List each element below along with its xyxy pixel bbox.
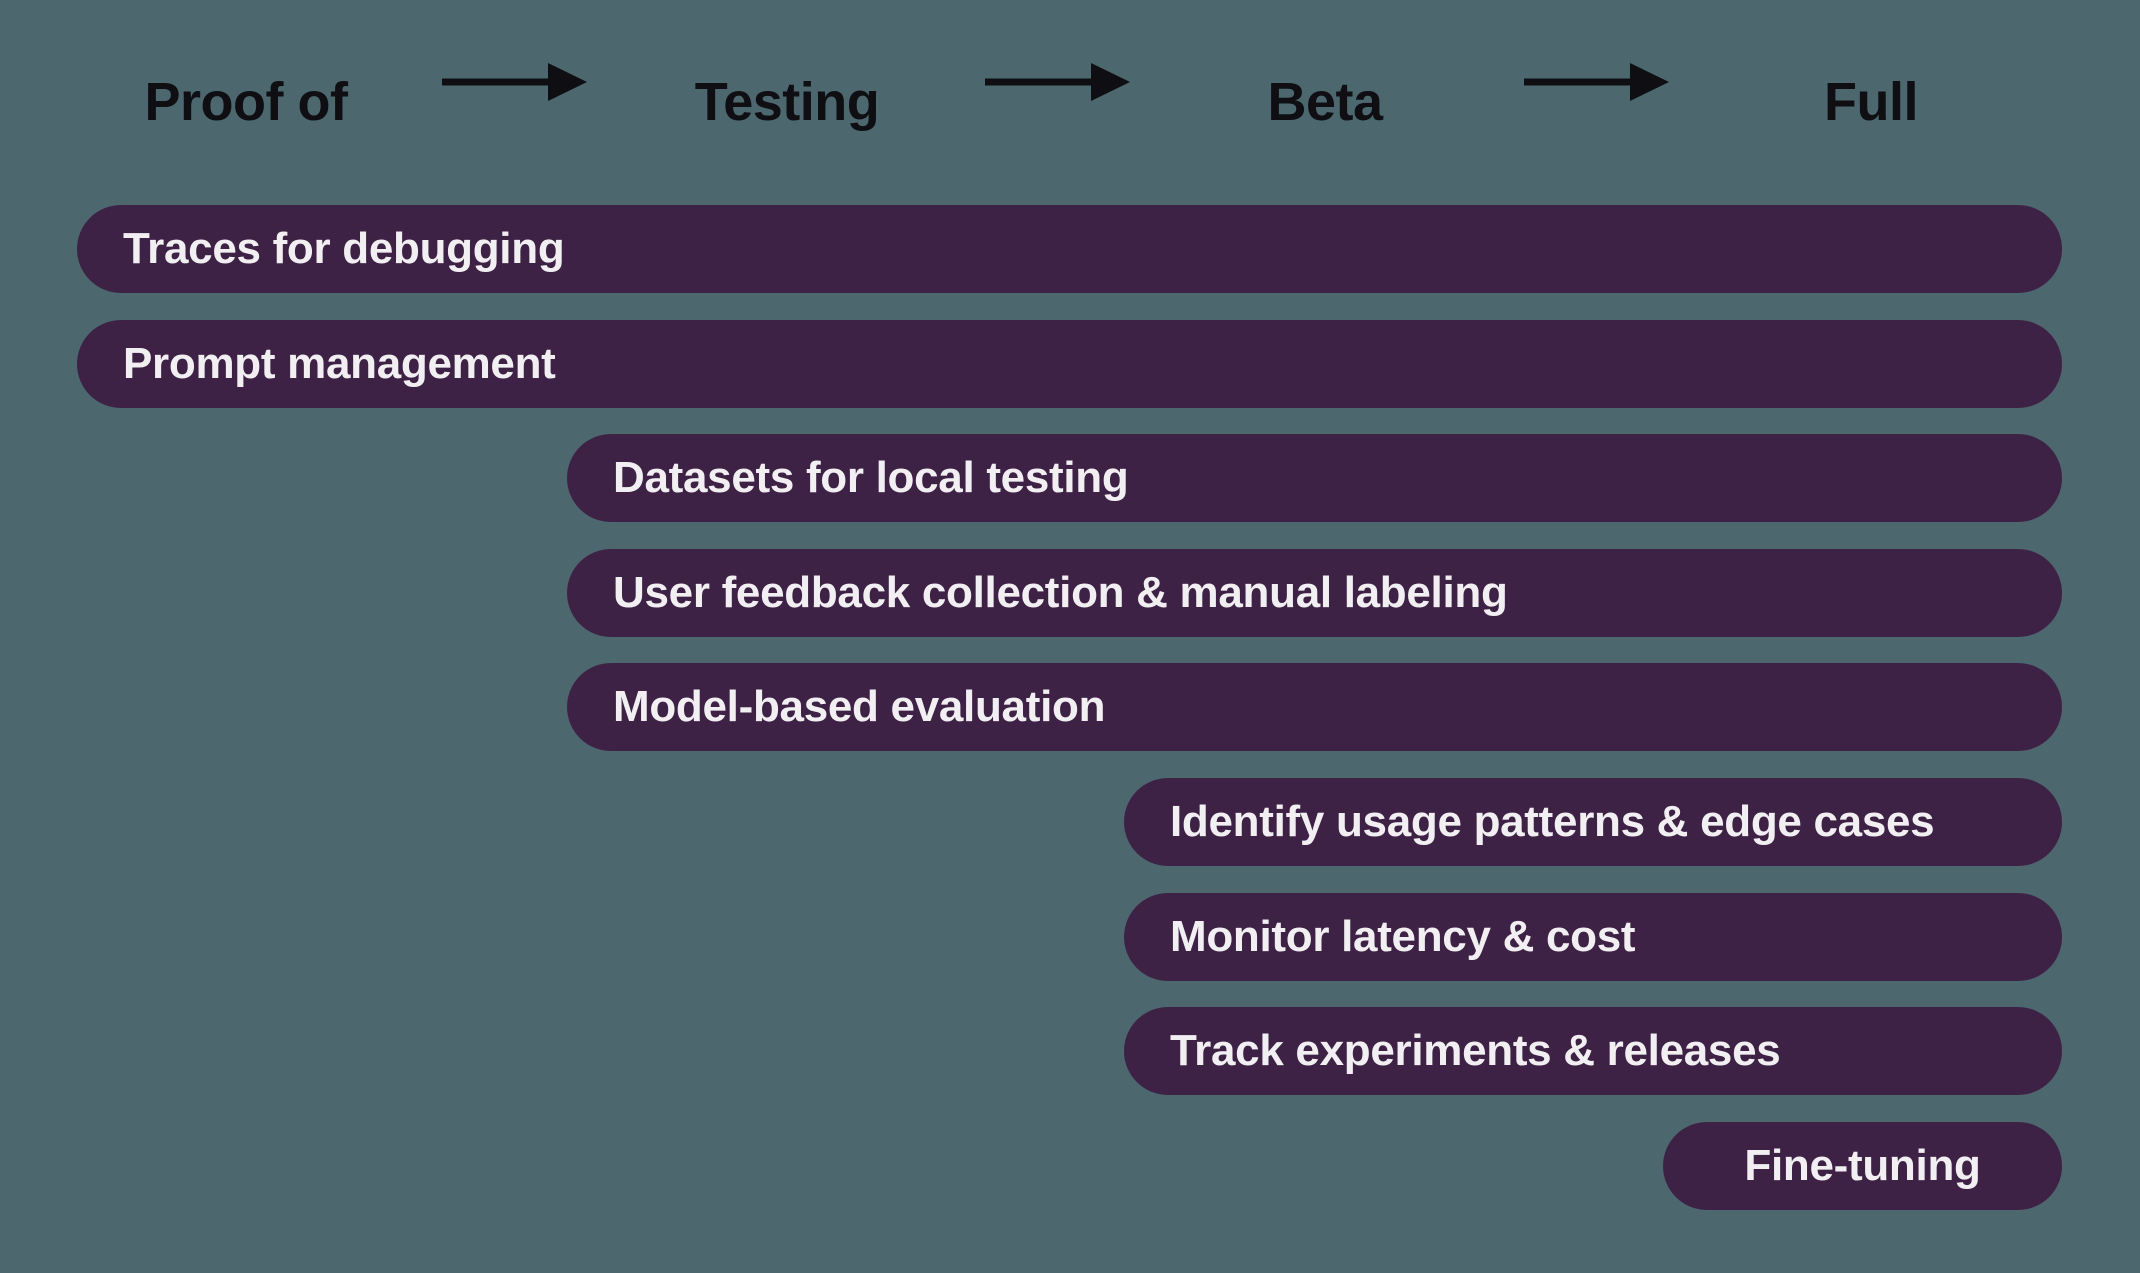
stage-header-line: Testing [694, 72, 880, 133]
stage-header-line: Full [1824, 72, 1918, 133]
stage-header-line: Beta [1267, 72, 1383, 133]
bar-identify-usage-patterns: Identify usage patterns & edge cases [1124, 778, 2062, 866]
stage-header-line: Proof of [144, 72, 348, 133]
arrow-right-icon [442, 63, 587, 101]
arrow-right-icon [985, 63, 1130, 101]
bar-fine-tuning: Fine-tuning [1663, 1122, 2062, 1210]
arrow-right-icon [1524, 63, 1669, 101]
bar-user-feedback-collection: User feedback collection & manual labeli… [567, 549, 2062, 637]
bar-model-based-evaluation: Model-based evaluation [567, 663, 2062, 751]
bar-track-experiments-releases: Track experiments & releases [1124, 1007, 2062, 1095]
bar-datasets-for-local-testing: Datasets for local testing [567, 434, 2062, 522]
bar-monitor-latency-cost: Monitor latency & cost [1124, 893, 2062, 981]
bar-prompt-management: Prompt management [77, 320, 2062, 408]
bar-traces-for-debugging: Traces for debugging [77, 205, 2062, 293]
